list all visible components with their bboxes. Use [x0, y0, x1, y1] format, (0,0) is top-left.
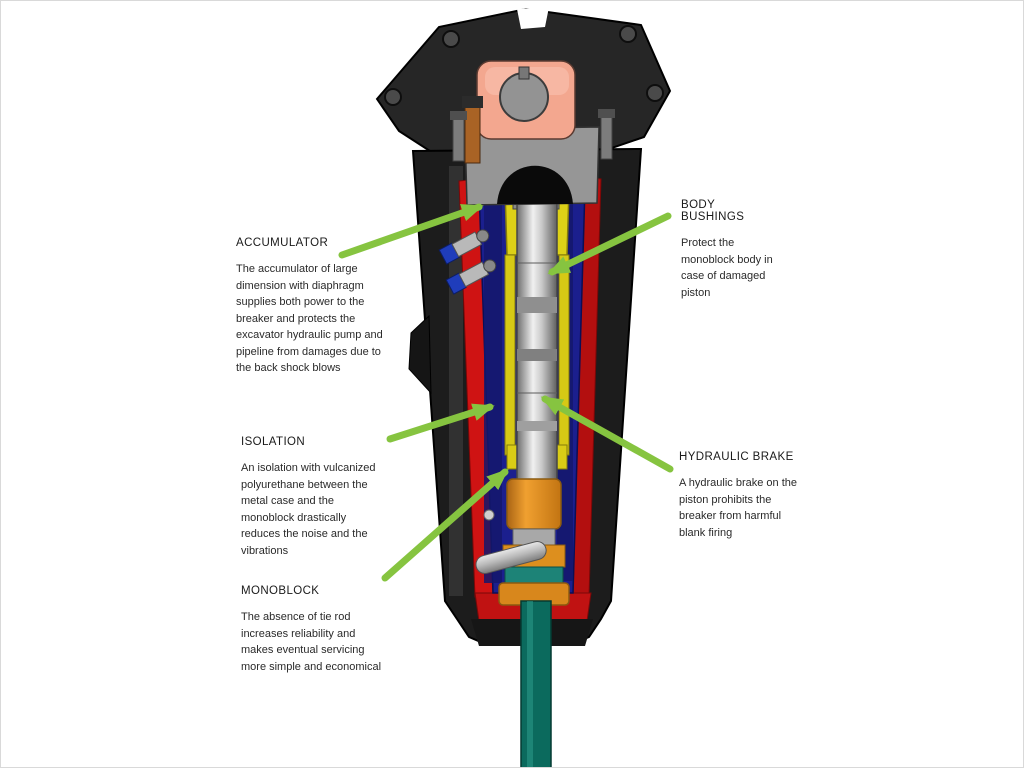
- piston-rod: [516, 200, 558, 487]
- annotation-hydraulic-brake-text: A hydraulic brake on the piston prohibit…: [679, 477, 798, 539]
- cap-keyway: [518, 66, 530, 80]
- lower-bushings: [475, 478, 570, 606]
- arrow-accumulator: [338, 203, 484, 259]
- annotation-isolation-text: An isolation with vulcanized polyurethan…: [241, 462, 376, 557]
- side-bolt-left-head: [450, 111, 467, 120]
- teal-ring: [504, 566, 564, 584]
- bushing-rail-right: [558, 254, 570, 456]
- side-bracket: [408, 314, 432, 395]
- side-bolt-left: [452, 116, 465, 162]
- chisel-tool: [520, 600, 552, 767]
- copper-cylinder-cap: [462, 96, 483, 108]
- piston-band: [517, 421, 557, 431]
- chisel-shaft: [520, 600, 552, 767]
- retainer-pin: [475, 541, 547, 575]
- annotation-monoblock-title: MONOBLOCK: [241, 585, 320, 597]
- annotation-body-bushings-title: BODY BUSHINGS: [681, 199, 745, 223]
- annotation-hydraulic-brake: HYDRAULIC BRAKE A hydraulic brake on the…: [679, 451, 801, 541]
- isolation-shade-left: [484, 203, 502, 583]
- arrow-body-bushings: [547, 212, 672, 276]
- small-bolt: [483, 509, 495, 521]
- bolt-hole: [619, 25, 637, 43]
- annotation-accumulator-title: ACCUMULATOR: [236, 237, 329, 249]
- annotation-body-bushings: BODY BUSHINGS Protect the monoblock body…: [681, 199, 781, 301]
- annotation-monoblock-text: The absence of tie rod increases reliabi…: [241, 611, 382, 673]
- cutaway-interior: [458, 176, 602, 767]
- piston-band: [517, 297, 557, 313]
- hose-fittings: [438, 229, 497, 295]
- top-plate-notch: [517, 7, 549, 29]
- annotation-hydraulic-brake-title: HYDRAULIC BRAKE: [679, 451, 794, 463]
- piston: [516, 200, 558, 487]
- annotation-accumulator: ACCUMULATOR The accumulator of large dim…: [236, 237, 386, 377]
- orange-bushing-upper: [506, 478, 562, 530]
- side-bolt-right-head: [598, 109, 615, 118]
- annotation-accumulator-text: The accumulator of large dimension with …: [236, 263, 383, 374]
- chisel-highlight: [527, 601, 533, 767]
- hose-fitting: [445, 259, 497, 295]
- fitting-tip: [476, 229, 490, 243]
- bolt-hole: [442, 30, 460, 48]
- bolt-hole: [384, 88, 402, 106]
- accumulator-cap: [499, 72, 549, 122]
- bolt-hole: [646, 84, 664, 102]
- copper-cylinder: [464, 102, 481, 164]
- leader-arrows: [338, 203, 674, 582]
- arrow-monoblock: [381, 468, 509, 582]
- hose-fitting: [438, 229, 490, 265]
- annotation-isolation: ISOLATION An isolation with vulcanized p…: [241, 436, 383, 559]
- arrow-isolation: [386, 403, 495, 443]
- bushing-rail-left: [504, 254, 516, 456]
- dome-chamber: [497, 165, 573, 204]
- side-bolt-right: [600, 114, 613, 160]
- fitting-tip: [483, 259, 497, 273]
- annotation-isolation-title: ISOLATION: [241, 436, 306, 448]
- annotation-monoblock: MONOBLOCK The absence of tie rod increas…: [241, 585, 386, 675]
- annotation-body-bushings-text: Protect the monoblock body in case of da…: [681, 237, 773, 299]
- top-assembly: [450, 60, 615, 206]
- piston-band: [517, 349, 557, 361]
- arrow-hydraulic-brake: [540, 395, 674, 473]
